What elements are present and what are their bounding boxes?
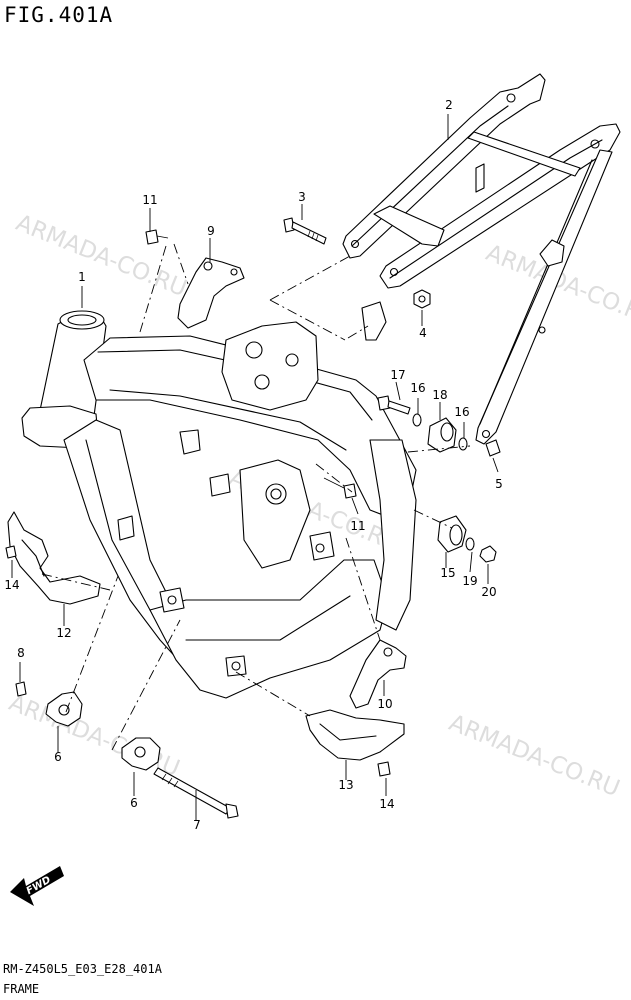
callout-cushion-outer: 15 [440, 566, 456, 580]
callout-bolt-bracket-front: 8 [17, 646, 25, 660]
callout-bolt-pivot: 11 [350, 519, 366, 533]
diagram-code: RM-Z450L5_E03_E28_401A [3, 962, 162, 976]
figure-title: FIG.401A [4, 3, 114, 27]
leader-lines [11, 114, 499, 820]
callout-bolt-guard-right: 14 [379, 797, 395, 811]
callout-bolt-upper-bracket: 11 [142, 193, 158, 207]
main-frame-drawing [21, 310, 417, 699]
callout-engine-bracket-front-right: 6 [130, 796, 138, 810]
callout-washer-cushion: 19 [462, 574, 478, 588]
rear-frame-drawing [342, 73, 621, 445]
callout-engine-bracket-front-left: 6 [54, 750, 62, 764]
callout-guard-right: 13 [338, 778, 354, 792]
callout-cushion-inner: 18 [432, 388, 448, 402]
callout-rear-frame: 2 [445, 98, 453, 112]
fwd-label: FWD [25, 875, 53, 898]
callout-frame-main: 1 [78, 270, 86, 284]
callout-bolt-rear-frame-upper: 3 [298, 190, 306, 204]
assembly-lines [41, 243, 471, 751]
callout-nut-cushion: 20 [481, 585, 497, 599]
callout-bracket-rear-lower: 10 [377, 697, 393, 711]
callout-nut-rear-frame: 4 [419, 326, 427, 340]
callout-washer-upper: 16 [410, 381, 426, 395]
section-name: FRAME [3, 982, 40, 996]
callout-bolt-cushion: 17 [390, 368, 406, 382]
callout-washer-lower: 16 [454, 405, 470, 419]
callout-bolt-engine-mount-long: 7 [193, 818, 201, 832]
callout-guard-left: 12 [56, 626, 72, 640]
callout-bracket-upper: 9 [207, 224, 215, 238]
callout-bolt-guard-left: 14 [4, 578, 20, 592]
callout-bolt-rear-frame-lower: 5 [495, 477, 503, 491]
small-parts-drawing [5, 217, 501, 819]
fwd-arrow-icon: FWD [10, 866, 64, 906]
